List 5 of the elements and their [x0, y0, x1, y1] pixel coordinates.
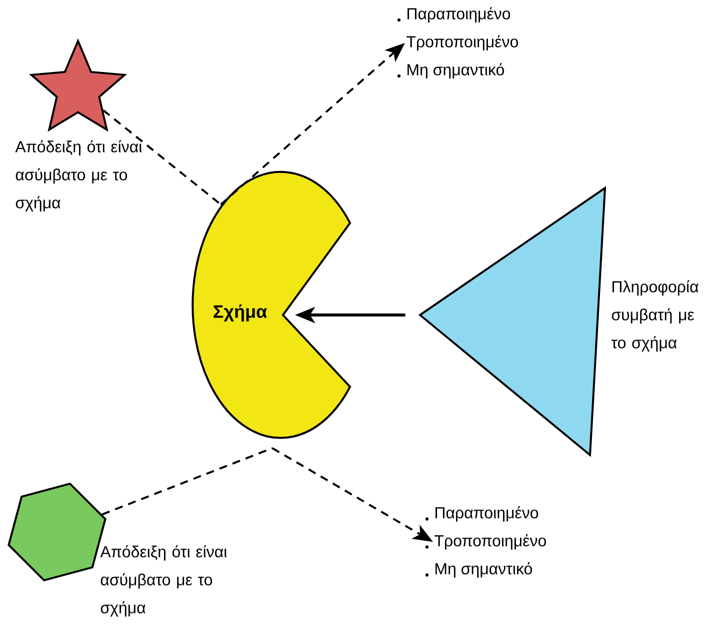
caption-text: Απόδειξη ότι είναι ασύμβατο με το σχήμα	[100, 545, 227, 617]
bullet-list: Παραποιημένο Τροποποιημένο Μη σημαντικό	[406, 7, 518, 79]
bullet-list: Παραποιημένο Τροποποιημένο Μη σημαντικό	[434, 506, 546, 578]
caption-text: Πληροφορία συμβατή με το σχήμα	[611, 280, 698, 352]
caption-text: Απόδειξη ότι είναι ασύμβατο με το σχήμα	[15, 140, 142, 212]
